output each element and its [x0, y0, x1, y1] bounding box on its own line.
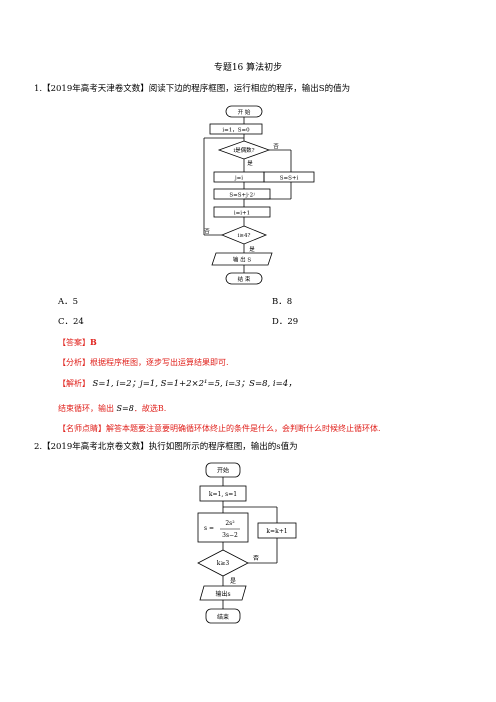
option-a: A．5 — [58, 297, 79, 307]
solution-conclusion-d: B. — [157, 404, 167, 413]
fc2-output-node — [199, 585, 247, 601]
fc2-yes-label: 是 — [230, 578, 236, 585]
fc1-update-text: S=S+j·2ʲ — [229, 192, 255, 199]
flowchart-1: 开 始 i=1，S=0 i是偶数? 否 是 j=i S=S+i S=S+j·2ʲ… — [203, 105, 315, 285]
fc1-inc-node — [213, 206, 271, 218]
fc2-output-text: 输出s — [215, 590, 230, 598]
question-1-stem: 1.【2019年高考天津卷文数】阅读下边的程序框图，运行相应的程序，输出S的值为 — [34, 84, 351, 94]
fc2-end-node — [205, 608, 241, 624]
flowchart-2: 开始 k=1, s=1 s = 2s² 3s−2 k=k+1 k≥3 否 是 输… — [197, 462, 297, 624]
answer-line: 【答案】B — [58, 337, 97, 348]
option-d: D．29 — [272, 317, 299, 327]
fc2-end-text: 结束 — [217, 613, 229, 621]
fc1-init-text: i=1，S=0 — [222, 128, 250, 134]
fc1-init-node — [209, 123, 263, 135]
fc1-start-text: 开 始 — [238, 108, 251, 116]
solution-text: S=1, i=2；j=1, S=1+2×2¹=5, i=3；S=8, i=4， — [92, 379, 297, 389]
fc1-inc-text: i=i+1 — [234, 211, 250, 217]
fc2-inc-text: k=k+1 — [266, 528, 287, 535]
analysis-line: 【分析】根据程序框图，逐步写出运算结果即可. — [58, 358, 229, 367]
option-b: B．8 — [272, 297, 293, 307]
question-2-stem: 2.【2019年高考北京卷文数】执行如图所示的程序框图，输出的s值为 — [34, 442, 298, 452]
fc1-cond1-text: i是偶数? — [233, 146, 254, 154]
solution-conclusion-c: ．故选 — [133, 404, 158, 413]
fc2-init-text: k=1, s=1 — [209, 491, 237, 498]
fc2-start-text: 开始 — [217, 467, 229, 475]
fc1-else-text: S=S+i — [280, 176, 299, 182]
fc1-update-node — [213, 188, 271, 200]
fc1-assign-text: j=i — [234, 176, 243, 182]
tip-line: 【名师点睛】解答本题要注意要明确循环体终止的条件是什么，会判断什么时候终止循环体… — [58, 424, 381, 433]
fc2-cond-text: k≥3 — [217, 560, 230, 567]
solution-conclusion: 结束循环，输出 S=8．故选B. — [58, 403, 166, 414]
solution-conclusion-a: 结束循环，输出 — [58, 404, 114, 413]
fc1-no2-label: 否 — [204, 228, 210, 235]
answer-label: 【答案】 — [58, 338, 90, 347]
fc1-yes2-label: 是 — [249, 246, 255, 253]
fc2-assign-den: 3s−2 — [222, 532, 238, 539]
option-c: C．24 — [58, 317, 84, 327]
solution-conclusion-b: S=8 — [116, 404, 134, 413]
fc2-assign-num: 2s² — [225, 520, 235, 527]
page-title: 专题16 算法初步 — [213, 63, 283, 73]
fc1-no-label: 否 — [273, 143, 279, 150]
answer-value: B — [90, 337, 97, 347]
fc1-cond2-text: i≥4? — [238, 233, 251, 239]
fc1-yes-label: 是 — [247, 160, 253, 167]
fc1-assign-node — [213, 171, 265, 183]
fc1-end-text: 结 束 — [238, 275, 251, 283]
fc1-end-node — [225, 272, 263, 285]
fc2-no-label: 否 — [253, 555, 259, 562]
solution-line: 【解析】 S=1, i=2；j=1, S=1+2×2¹=5, i=3；S=8, … — [58, 377, 297, 389]
fc2-assign-lhs: s = — [204, 525, 214, 532]
fc1-output-text: 输 出 S — [233, 256, 251, 264]
solution-label: 【解析】 — [58, 379, 90, 388]
fc1-output-node — [211, 252, 273, 266]
